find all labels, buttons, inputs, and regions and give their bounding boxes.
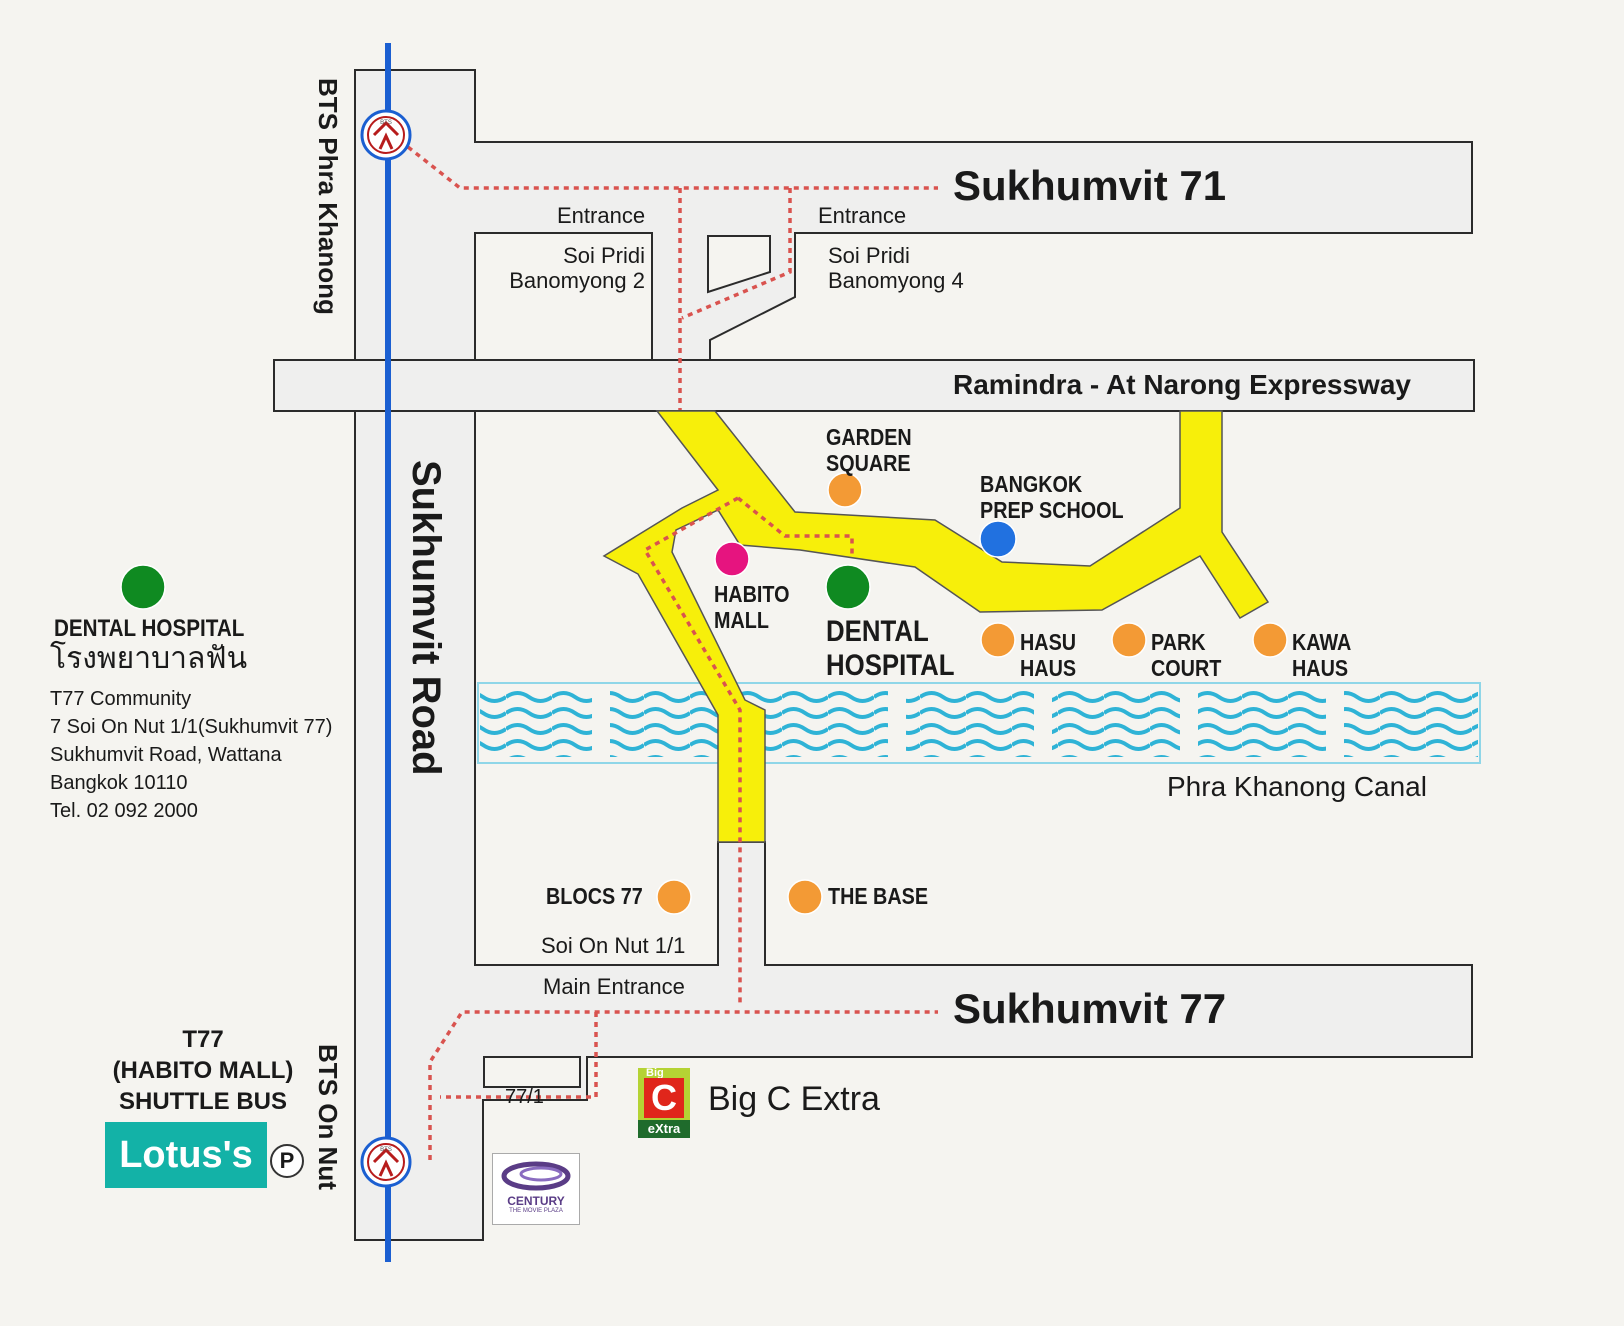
station-label-phra-khanong: BTS Phra Khanong: [313, 78, 343, 315]
bts-station-phra-khanong-icon[interactable]: [360, 109, 412, 161]
century-subtitle: THE MOVIE PLAZA: [509, 1208, 563, 1214]
parking-icon: P: [270, 1144, 304, 1178]
place-label-blocs-77: BLOCS 77: [546, 883, 643, 909]
place-label-line: SQUARE: [826, 449, 911, 476]
traffic-island: [707, 235, 771, 294]
road-label-expressway: Ramindra - At Narong Expressway: [953, 369, 1411, 400]
big-c-letter: C: [644, 1077, 684, 1118]
century-swirl-icon: [501, 1161, 571, 1191]
place-label-line: PREP SCHOOL: [980, 496, 1124, 523]
marker-bangkok-prep[interactable]: [979, 520, 1017, 558]
marker-dental-hospital[interactable]: [825, 564, 871, 610]
century-logo: CENTURY THE MOVIE PLAZA: [492, 1153, 580, 1225]
soi-pridi-4-label: Soi Pridi Banomyong 4: [828, 243, 964, 293]
soi-pridi-2-line: Soi Pridi: [563, 243, 645, 268]
road-label-sukhumvit-71: Sukhumvit 71: [953, 162, 1227, 209]
place-label-bangkok-prep: BANGKOK PREP SCHOOL: [980, 471, 1124, 524]
place-label-line: COURT: [1151, 654, 1222, 681]
canal-label: Phra Khanong Canal: [1167, 771, 1427, 802]
marker-the-base[interactable]: [787, 879, 823, 915]
place-label-line: KAWA: [1292, 629, 1352, 655]
marker-park-court[interactable]: [1111, 622, 1147, 658]
soi-pridi-4-line: Banomyong 4: [828, 267, 964, 293]
place-label-kawa-haus: KAWA HAUS: [1292, 629, 1352, 682]
place-label-line: HOSPITAL: [826, 648, 955, 682]
soi-on-nut-label: Soi On Nut 1/1: [541, 933, 686, 958]
big-c-logo: Big C eXtra: [638, 1067, 690, 1138]
place-label-big-c: Big C Extra: [708, 1080, 880, 1118]
shuttle-line: T77: [182, 1026, 224, 1053]
century-name: CENTURY: [507, 1194, 565, 1208]
place-label-line: HAUS: [1020, 654, 1077, 681]
yellow-route: [602, 410, 1270, 843]
entrance-label: Entrance: [557, 203, 646, 228]
shuttle-bus-label: T77 (HABITO MALL) SHUTTLE BUS: [105, 1024, 301, 1118]
soi-pridi-2-label: Soi Pridi Banomyong 2: [495, 243, 645, 293]
place-label-line: HAUS: [1292, 654, 1349, 681]
legend-title: DENTAL HOSPITAL: [54, 615, 245, 642]
place-label-dental-hospital: DENTAL HOSPITAL: [826, 615, 955, 682]
main-entrance-label: Main Entrance: [543, 974, 685, 999]
soi-pridi-4-line: Soi Pridi: [828, 243, 910, 268]
lotus-logo-text: Lotus's: [119, 1133, 253, 1176]
place-label-line: MALL: [714, 606, 769, 633]
marker-habito-mall[interactable]: [714, 541, 750, 577]
place-label-garden-square: GARDEN SQUARE: [826, 424, 912, 477]
big-c-small-text: Big: [646, 1067, 664, 1079]
place-label-line: GARDEN: [826, 424, 912, 450]
legend-address-line: Sukhumvit Road, Wattana: [50, 744, 282, 766]
place-label-line: BANGKOK: [980, 471, 1083, 497]
marker-blocs-77[interactable]: [656, 879, 692, 915]
road-label-sukhumvit-77: Sukhumvit 77: [953, 985, 1227, 1032]
bts-logo-text: BTS: [380, 1147, 392, 1153]
marker-garden-square[interactable]: [827, 472, 863, 508]
road-expressway: [273, 359, 1475, 412]
canal-gaps: [592, 684, 1344, 762]
road-label-sukhumvit-road: Sukhumvit Road: [404, 460, 448, 776]
soi-pridi-2-line: Banomyong 2: [509, 267, 645, 293]
canal-waves: [480, 689, 1478, 757]
legend-phone: Tel. 02 092 2000: [50, 800, 198, 822]
soi-77-1-label: 77/1: [505, 1086, 544, 1108]
place-label-line: HABITO: [714, 581, 790, 607]
bts-station-on-nut-icon[interactable]: [360, 1136, 412, 1188]
bts-logo-text: BTS: [380, 120, 392, 126]
place-label-the-base: THE BASE: [828, 883, 929, 909]
place-label-line: PARK: [1151, 629, 1206, 655]
place-label-park-court: PARK COURT: [1151, 629, 1222, 682]
place-label-line: DENTAL: [826, 615, 929, 648]
place-label-hasu-haus: HASU HAUS: [1020, 629, 1077, 682]
marker-hasu-haus[interactable]: [980, 622, 1016, 658]
place-label-habito-mall: HABITO MALL: [714, 581, 790, 634]
shuttle-line: (HABITO MALL): [112, 1057, 294, 1085]
entrance-label: Entrance: [818, 203, 907, 228]
road-sukhumvit-road-lower: [354, 410, 1473, 1241]
legend-thai-name: โรงพยาบาลฟัน: [50, 641, 248, 676]
block-77-1: [483, 1056, 581, 1088]
legend-address-line: Bangkok 10110: [50, 772, 188, 794]
walking-paths: [406, 145, 938, 1160]
road-sukhumvit-71: [354, 69, 1473, 361]
shuttle-line: SHUTTLE BUS: [119, 1088, 287, 1116]
place-label-line: HASU: [1020, 629, 1077, 655]
station-label-on-nut: BTS On Nut: [313, 1044, 343, 1190]
legend-address-line: T77 Community: [50, 688, 192, 710]
big-c-extra-text: eXtra: [638, 1120, 690, 1138]
legend-address-line: 7 Soi On Nut 1/1(Sukhumvit 77): [50, 716, 333, 738]
lotus-logo: Lotus's: [105, 1122, 267, 1188]
marker-kawa-haus[interactable]: [1252, 622, 1288, 658]
marker-legend-dental: [120, 564, 166, 610]
